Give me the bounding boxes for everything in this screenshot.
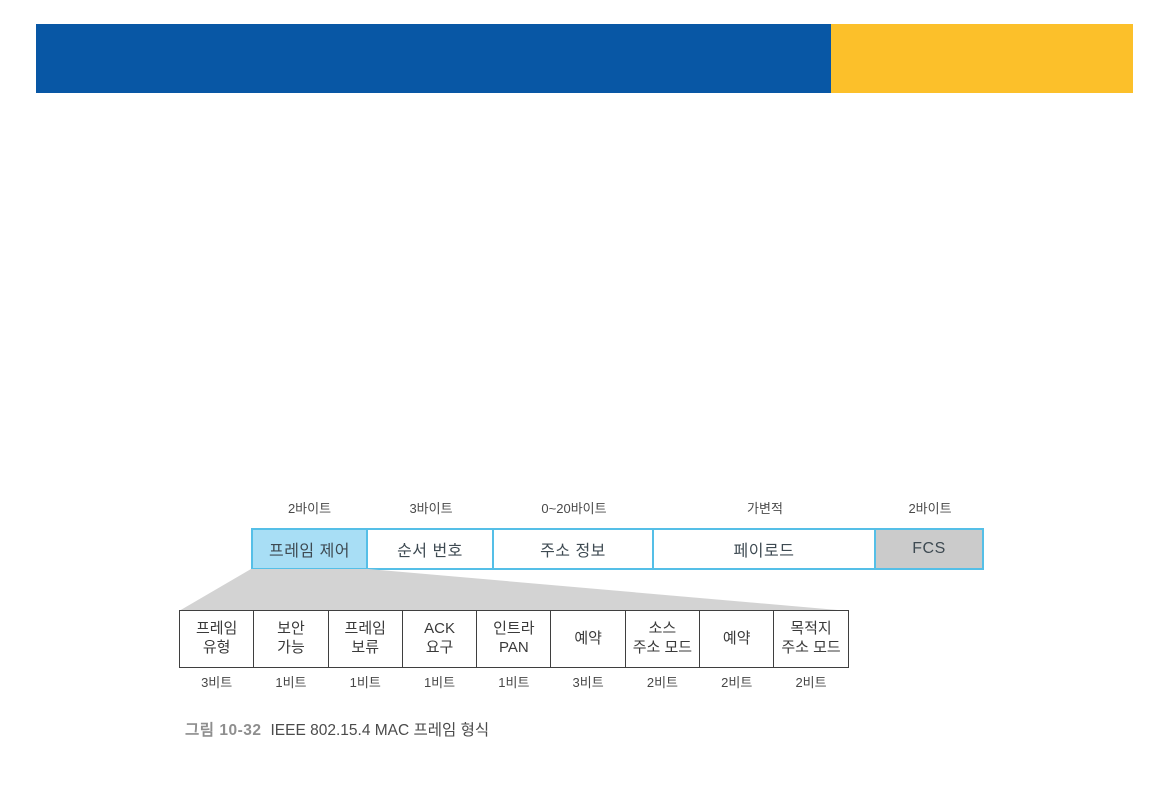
size-label-payload: 가변적 xyxy=(747,501,783,516)
bit-label-intra-pan: 1비트 xyxy=(498,675,530,690)
bit-label-reserved-2: 2비트 xyxy=(721,675,753,690)
bit-label-frame-pending: 1비트 xyxy=(349,675,381,690)
frame-field-payload: 페이로드 xyxy=(652,528,876,570)
ctrl-field-ack-request: ACK 요구 xyxy=(401,610,478,668)
zoom-connector-trapezoid xyxy=(179,569,849,611)
frame-field-frame-control: 프레임 제어 xyxy=(251,528,368,570)
ctrl-field-intra-pan: 인트라 PAN xyxy=(476,610,552,668)
size-label-fcs: 2바이트 xyxy=(908,501,952,516)
frame-field-address-info: 주소 정보 xyxy=(492,528,654,570)
ctrl-field-frame-pending: 프레임 보류 xyxy=(327,610,403,668)
ctrl-field-frame-type: 프레임 유형 xyxy=(179,610,255,668)
mac-frame-row: 프레임 제어 순서 번호 주소 정보 페이로드 FCS xyxy=(251,528,984,570)
figure-caption: 그림 10-32 IEEE 802.15.4 MAC 프레임 형식 xyxy=(185,718,489,740)
figure-number: 그림 10-32 xyxy=(185,722,262,739)
frame-size-label-row: 2바이트 3바이트 0~20바이트 가변적 2바이트 xyxy=(251,499,984,519)
ctrl-field-dest-addr-mode: 목적지 주소 모드 xyxy=(773,610,849,668)
bit-label-dest-addr-mode: 2비트 xyxy=(795,675,827,690)
ctrl-field-reserved-2: 예약 xyxy=(699,610,775,668)
bit-label-frame-type: 3비트 xyxy=(201,675,233,690)
size-label-address-info: 0~20바이트 xyxy=(541,501,607,516)
bit-label-security-enabled: 1비트 xyxy=(275,675,307,690)
frame-control-subfield-row: 프레임 유형 보안 가능 프레임 보류 ACK 요구 인트라 PAN 예약 소스… xyxy=(179,610,849,668)
ctrl-field-reserved-1: 예약 xyxy=(550,610,626,668)
ctrl-field-security-enabled: 보안 가능 xyxy=(253,610,329,668)
figure-title: IEEE 802.15.4 MAC 프레임 형식 xyxy=(270,722,490,739)
page-header-yellow-bar xyxy=(831,24,1133,93)
bit-label-reserved-1: 3비트 xyxy=(572,675,604,690)
frame-field-fcs: FCS xyxy=(874,528,984,570)
bit-label-ack-request: 1비트 xyxy=(423,675,456,690)
size-label-frame-control: 2바이트 xyxy=(287,501,332,516)
frame-field-sequence-number: 순서 번호 xyxy=(366,528,494,570)
page-header-blue-bar xyxy=(36,24,831,93)
bit-label-source-addr-mode: 2비트 xyxy=(646,675,678,690)
ctrl-field-source-addr-mode: 소스 주소 모드 xyxy=(624,610,701,668)
bit-size-label-row: 3비트 1비트 1비트 1비트 1비트 3비트 2비트 2비트 2비트 xyxy=(179,673,849,693)
size-label-sequence-number: 3바이트 xyxy=(409,501,453,516)
